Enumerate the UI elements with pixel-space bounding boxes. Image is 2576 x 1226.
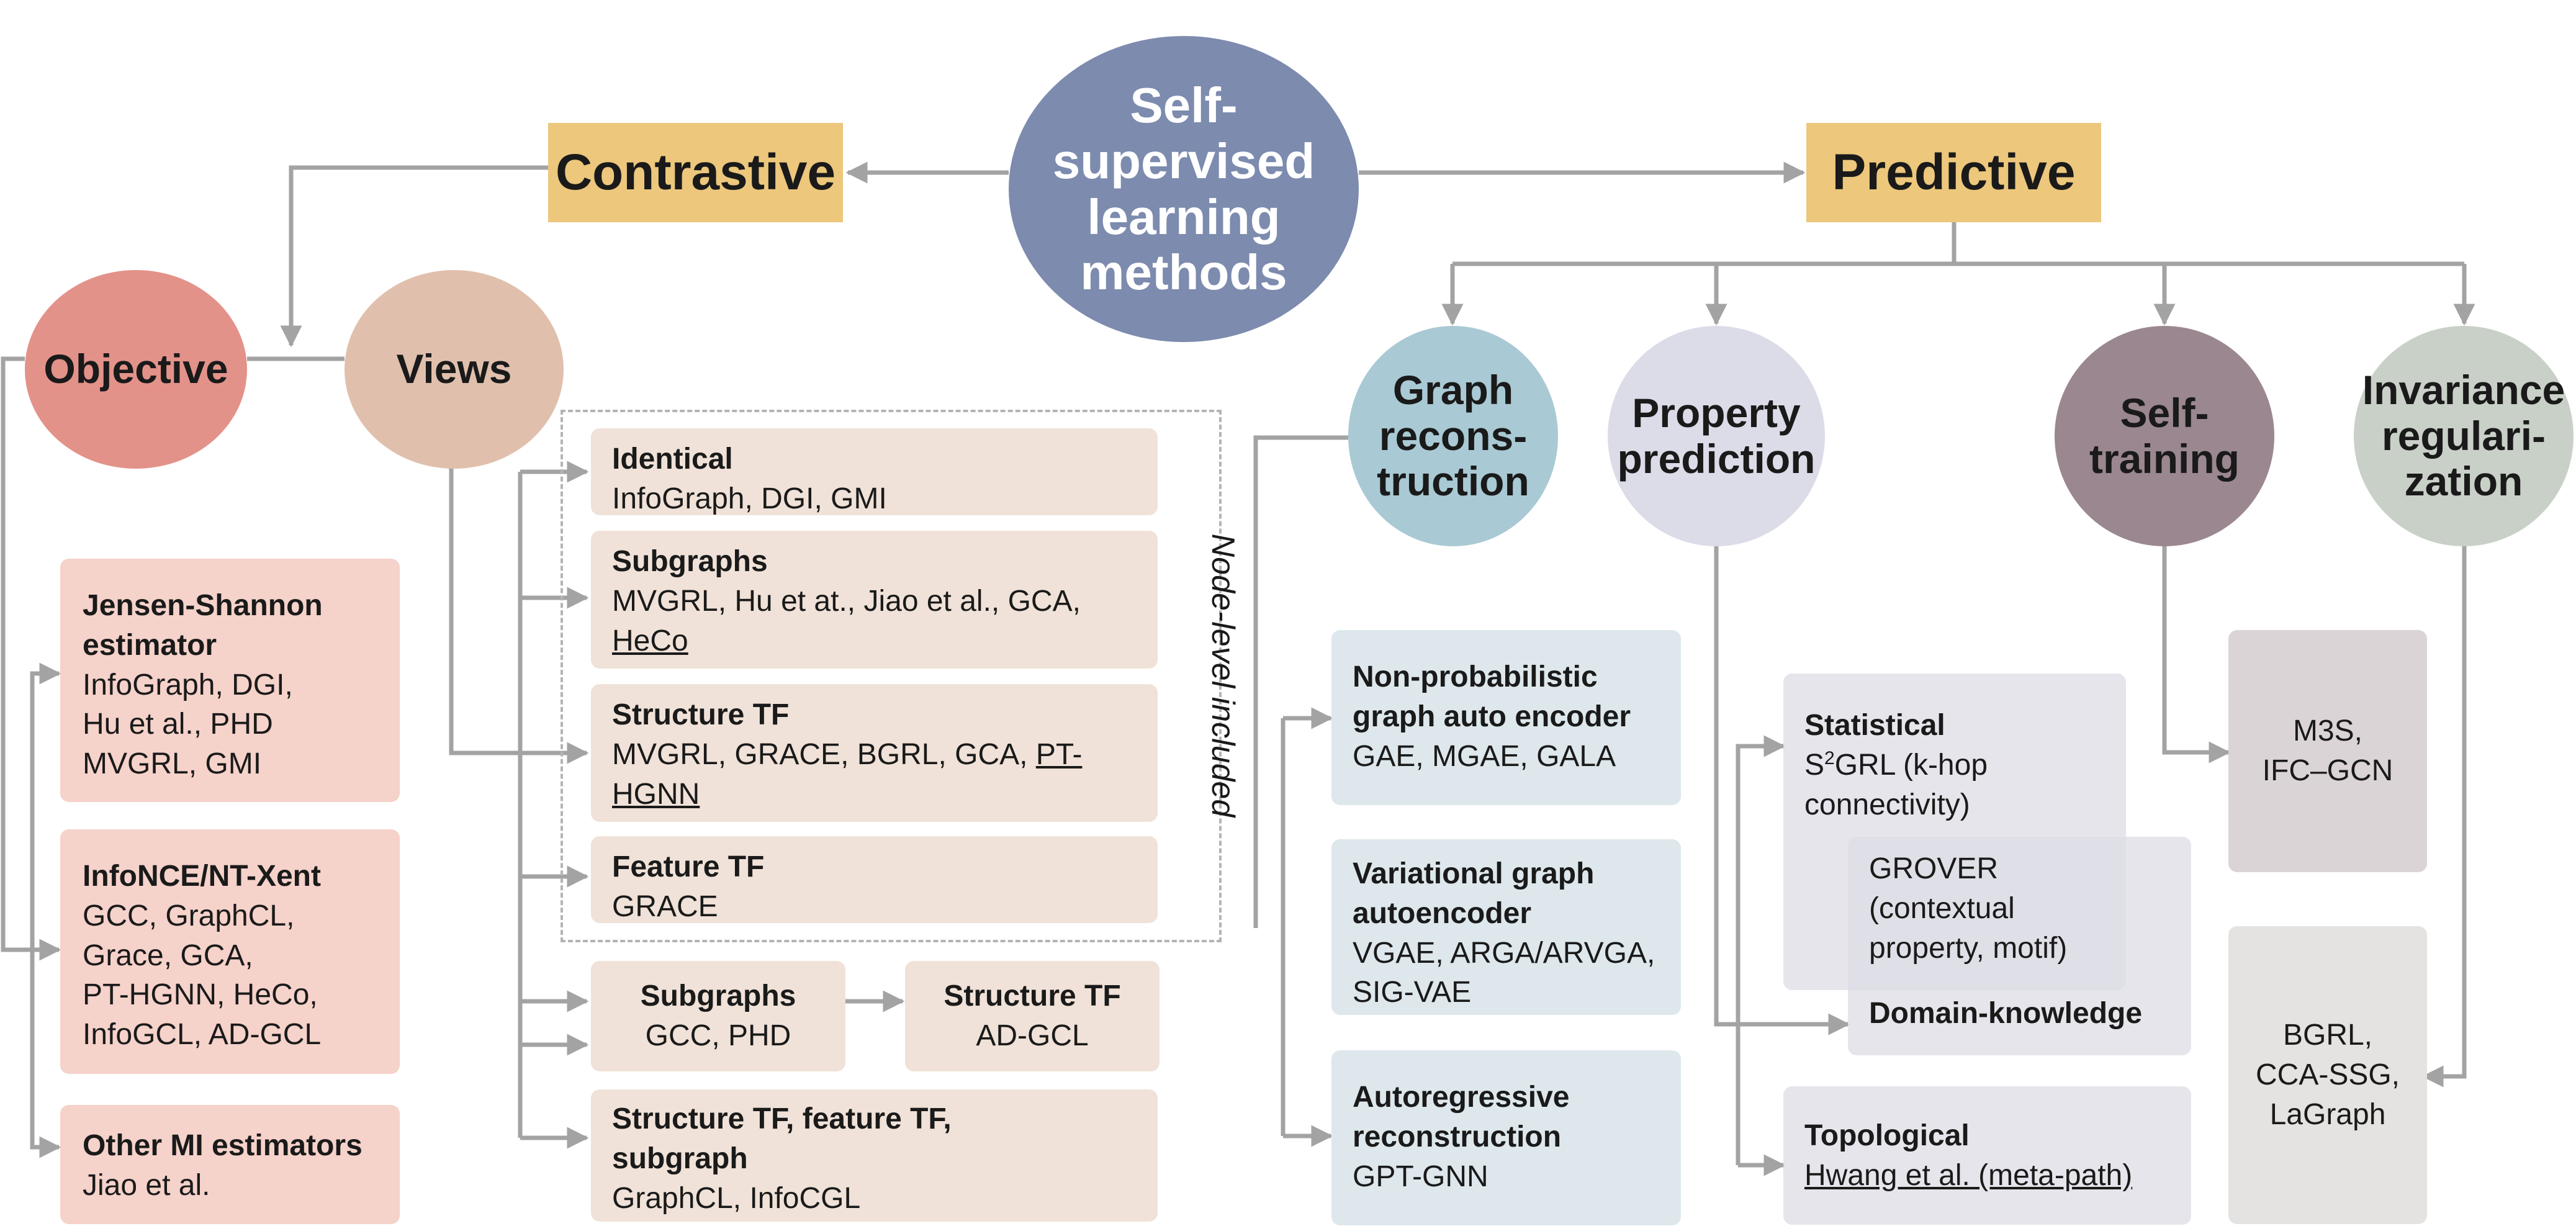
- box-body: GROVER (contextual property, motif): [1869, 852, 2068, 965]
- graph-reconstruction-node: Graph recons- truction: [1348, 326, 1558, 546]
- node-level-group: [561, 410, 1222, 942]
- box-body: BGRL, CCA-SSG, LaGraph: [2255, 1019, 2400, 1131]
- recon-box-nonprobabilistic: Non-probabilistic graph auto encoder GAE…: [1331, 630, 1681, 805]
- body-suffix: GRL (k-hop connectivity): [1804, 748, 1988, 821]
- recon-box-variational: Variational graph autoencoder VGAE, ARGA…: [1331, 839, 1681, 1015]
- contrastive-label: Contrastive: [548, 123, 843, 222]
- objective-label: Objective: [43, 346, 228, 392]
- box-body: Jiao et al.: [83, 1168, 210, 1202]
- box-body: S2GRL (k-hop connectivity): [1804, 746, 2105, 825]
- box-title: Structure TF: [612, 698, 790, 731]
- box-title: Variational graph autoencoder: [1353, 857, 1595, 930]
- invariance-regularization-node: Invariance regulari- zation: [2354, 326, 2574, 546]
- view-box-identical: Identical InfoGraph, DGI, GMI: [591, 428, 1158, 515]
- property-box-domain-knowledge: GROVER (contextual property, motif) Doma…: [1848, 837, 2191, 1055]
- predictive-label: Predictive: [1806, 123, 2101, 222]
- body-prefix: S: [1804, 748, 1825, 782]
- root-node: Self- supervised learning methods: [1009, 36, 1359, 342]
- box-title: Domain-knowledge: [1869, 997, 2143, 1030]
- box-body: VGAE, ARGA/ARVGA, SIG-VAE: [1353, 936, 1655, 1009]
- box-body: GAE, MGAE, GALA: [1353, 739, 1616, 773]
- view-box-structure-tf-2: Structure TF AD-GCL: [905, 961, 1160, 1071]
- views-label: Views: [396, 346, 512, 392]
- box-title: Topological: [1804, 1119, 1970, 1152]
- box-body: GCC, GraphCL, Grace, GCA, PT-HGNN, HeCo,…: [83, 899, 322, 1052]
- objective-box-infonce: InfoNCE/NT-Xent GCC, GraphCL, Grace, GCA…: [60, 829, 400, 1074]
- box-body: GRACE: [612, 890, 718, 923]
- box-body: MVGRL, GRACE, BGRL, GCA,: [612, 737, 1036, 771]
- box-title: Identical: [612, 443, 733, 476]
- box-body: AD-GCL: [976, 1019, 1089, 1052]
- box-title: Jensen-Shannon estimator: [83, 589, 323, 662]
- property-prediction-label: Property prediction: [1617, 389, 1816, 482]
- box-title: Statistical: [1804, 709, 1945, 742]
- box-body: MVGRL, Hu et at., Jiao et al., GCA,: [612, 584, 1081, 618]
- box-body: InfoGraph, DGI, Hu et al., PHD MVGRL, GM…: [83, 668, 293, 781]
- view-box-subgraphs-2: Subgraphs GCC, PHD: [591, 961, 845, 1071]
- box-body: InfoGraph, DGI, GMI: [612, 482, 887, 515]
- invariance-regularization-label: Invariance regulari- zation: [2362, 366, 2565, 505]
- self-training-label: Self- training: [2089, 389, 2240, 482]
- box-title: Structure TF, feature TF, subgraph: [612, 1102, 952, 1175]
- objective-box-other-mi: Other MI estimators Jiao et al.: [60, 1105, 400, 1224]
- property-box-topological: Topological Hwang et al. (meta-path): [1783, 1086, 2191, 1225]
- box-body: Hwang et al. (meta-path): [1804, 1158, 2133, 1192]
- self-training-node: Self- training: [2055, 326, 2274, 546]
- box-title: Other MI estimators: [83, 1129, 363, 1162]
- view-box-subgraphs: Subgraphs MVGRL, Hu et at., Jiao et al.,…: [591, 531, 1158, 669]
- box-title: Feature TF: [612, 850, 765, 883]
- objective-node: Objective: [25, 270, 247, 469]
- box-body-link: HeCo: [612, 624, 688, 657]
- objective-box-jensen-shannon: Jensen-Shannon estimator InfoGraph, DGI,…: [60, 559, 400, 802]
- graph-reconstruction-label: Graph recons- truction: [1377, 366, 1529, 505]
- node-level-label: Node-level included: [1205, 533, 1241, 818]
- view-box-combo: Structure TF, feature TF, subgraph Graph…: [591, 1089, 1158, 1222]
- box-title: Subgraphs: [640, 980, 796, 1013]
- view-box-structure-tf: Structure TF MVGRL, GRACE, BGRL, GCA, PT…: [591, 684, 1158, 822]
- box-title: Autoregressive reconstruction: [1353, 1081, 1570, 1153]
- box-body-link: PT- HGNN: [612, 737, 1083, 811]
- view-box-feature-tf: Feature TF GRACE: [591, 836, 1158, 923]
- root-label: Self- supervised learning methods: [1052, 78, 1315, 300]
- recon-box-autoregressive: Autoregressive reconstruction GPT-GNN: [1331, 1050, 1681, 1225]
- box-body: GCC, PHD: [645, 1019, 791, 1052]
- self-training-box: M3S, IFC–GCN: [2228, 630, 2427, 872]
- invariance-box: BGRL, CCA-SSG, LaGraph: [2228, 926, 2427, 1224]
- body-superscript: 2: [1824, 747, 1835, 769]
- box-title: Non-probabilistic graph auto encoder: [1353, 660, 1631, 733]
- box-title: Subgraphs: [612, 545, 768, 578]
- box-body: GraphCL, InfoCGL: [612, 1181, 861, 1215]
- box-title: Structure TF: [943, 980, 1121, 1013]
- views-node: Views: [345, 270, 564, 469]
- box-title: InfoNCE/NT-Xent: [83, 860, 321, 893]
- property-prediction-node: Property prediction: [1608, 326, 1825, 546]
- box-body: M3S, IFC–GCN: [2262, 714, 2394, 787]
- box-body: GPT-GNN: [1353, 1160, 1488, 1193]
